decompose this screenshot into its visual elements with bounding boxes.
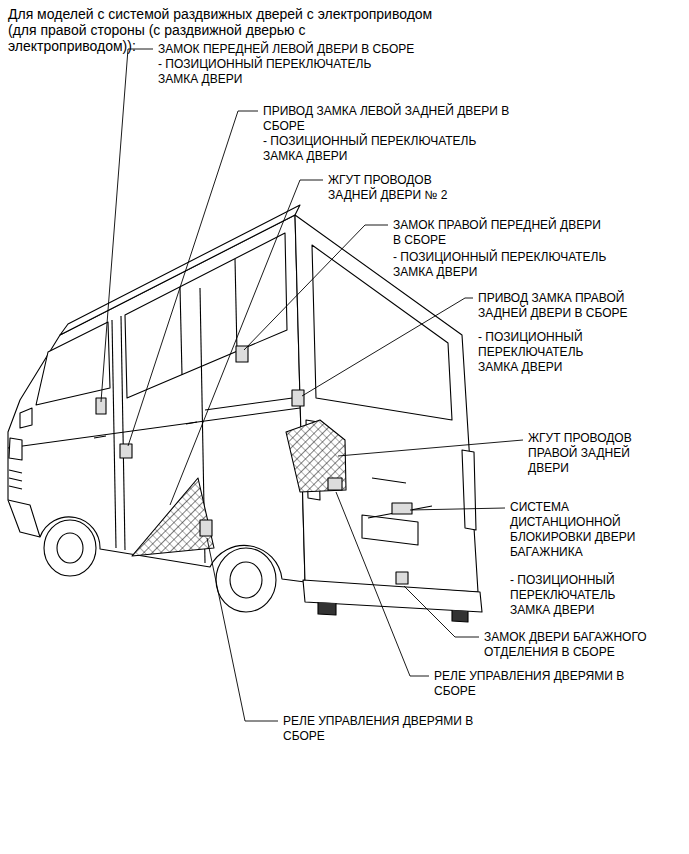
sliding-door-rail	[205, 397, 300, 410]
rear-wheel	[216, 548, 276, 612]
door-handle	[94, 436, 106, 438]
body-crease	[8, 408, 300, 448]
lock-actuator	[120, 444, 132, 458]
part-label: ЗАМОК ПРАВОЙ ПЕРЕДНЕЙ ДВЕРИ В СБОРЕ	[393, 218, 611, 248]
part-label: - ПОЗИЦИОННЫЙ ПЕРЕКЛЮЧАТЕЛЬ ЗАМКА ДВЕРИ	[510, 573, 640, 618]
leader-line	[170, 180, 323, 505]
front-wheel-rim	[57, 533, 83, 563]
door-lock	[236, 346, 248, 362]
front-wheel	[44, 520, 96, 576]
part-label: РЕЛЕ УПРАВЛЕНИЯ ДВЕРЯМИ В СБОРЕ	[283, 714, 498, 744]
leader-line	[410, 508, 505, 510]
license-plate	[362, 515, 418, 545]
door-relay	[200, 520, 212, 536]
part-label: ЖГУТ ПРОВОДОВ ПРАВОЙ ЗАДНЕЙ ДВЕРИ	[528, 431, 648, 476]
part-label: - ПОЗИЦИОННЫЙ ПЕРЕКЛЮЧАТЕЛЬ ЗАМКА ДВЕРИ	[478, 330, 608, 375]
window-divider	[180, 287, 182, 375]
part-label: ПРИВОД ЗАМКА ЛЕВОЙ ЗАДНЕЙ ДВЕРИ В СБОРЕ	[263, 104, 528, 134]
back-door-closer	[392, 503, 412, 514]
leader-line	[207, 538, 278, 721]
leader-line	[128, 111, 258, 446]
part-label: - ПОЗИЦИОННЫЙ ПЕРЕКЛЮЧАТЕЛЬ ЗАМКА ДВЕРИ	[158, 57, 398, 87]
part-label: ЖГУТ ПРОВОДОВ ЗАДНЕЙ ДВЕРИ № 2	[328, 173, 468, 203]
headlight	[9, 438, 22, 460]
front-bumper	[8, 500, 40, 537]
leader-line	[244, 225, 388, 350]
front-door-window	[36, 322, 110, 405]
part-label: ЗАМОК ДВЕРИ БАГАЖНОГО ОТДЕЛЕНИЯ В СБОРЕ	[484, 630, 674, 660]
lock-actuator	[292, 390, 304, 406]
leader-line	[101, 49, 153, 402]
side-windows	[125, 233, 287, 398]
leader-line	[404, 586, 479, 637]
sliding-door-edge	[121, 316, 125, 550]
wire-harness	[132, 478, 214, 556]
leader-line	[302, 298, 473, 396]
door-relay	[328, 478, 342, 490]
back-door-lock	[396, 572, 408, 584]
door-handle	[186, 422, 197, 424]
part-label: ПРИВОД ЗАМКА ПРАВОЙ ЗАДНЕЙ ДВЕРИ В СБОРЕ	[478, 291, 663, 321]
leader-line	[336, 492, 429, 676]
part-label: РЕЛЕ УПРАВЛЕНИЯ ДВЕРЯМИ В СБОРЕ	[434, 669, 649, 699]
rear-tire	[318, 602, 336, 615]
leader-line	[338, 440, 523, 456]
mirror	[20, 408, 32, 428]
rear-tire	[452, 610, 468, 622]
part-label: - ПОЗИЦИОННЫЙ ПЕРЕКЛЮЧАТЕЛЬ ЗАМКА ДВЕРИ	[393, 250, 633, 280]
back-door-handle	[372, 478, 406, 483]
part-label: ЗАМОК ПЕРЕДНЕЙ ЛЕВОЙ ДВЕРИ В СБОРЕ	[158, 42, 448, 57]
part-label: СИСТЕМА ДИСТАНЦИОННОЙ БЛОКИРОВКИ ДВЕРИ Б…	[510, 500, 655, 560]
grille-line	[9, 470, 22, 489]
rear-wheel-rim	[230, 562, 262, 598]
van-side-body	[8, 215, 305, 582]
part-label: - ПОЗИЦИОННЫЙ ПЕРЕКЛЮЧАТЕЛЬ ЗАМКА ДВЕРИ	[263, 134, 503, 164]
tail-light	[462, 450, 476, 530]
wire-harness	[286, 420, 346, 492]
